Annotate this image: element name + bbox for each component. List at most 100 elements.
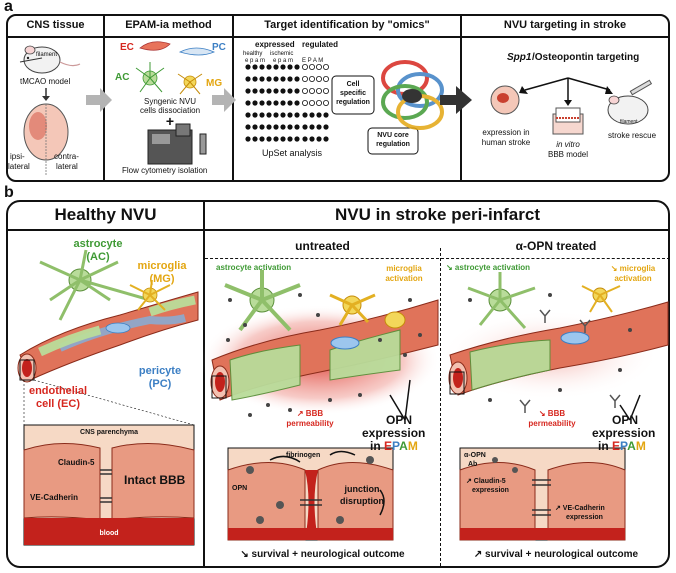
fibrinogen-label: fibrinogen <box>286 452 321 459</box>
endothelial-label-1: endothelial <box>28 385 88 397</box>
treated-microglia-2: activation <box>614 274 652 283</box>
healthy-vessel <box>17 291 199 383</box>
endothelial-label-2: cell (EC) <box>35 398 80 410</box>
filament-label: filament <box>36 52 58 58</box>
ac-label: AC <box>115 72 130 83</box>
untreated-inset <box>227 447 394 541</box>
osteopontin-label: /Osteopontin targeting <box>532 52 640 63</box>
untreated-bbb-1: ↗ BBB <box>296 409 324 418</box>
cell-specific-2: specific <box>339 90 367 97</box>
dissociation-label-2: cells dissociation <box>139 106 201 115</box>
panel-b-frame <box>6 200 670 568</box>
mg-cell-icon <box>177 73 203 95</box>
ischemic-label: ischemic <box>270 51 294 57</box>
treated-vessel <box>440 301 669 400</box>
invitro-label-1: in vitro <box>556 140 580 149</box>
junction-label-2: disruption <box>340 496 384 506</box>
antibody-label-2: Ab <box>468 461 478 468</box>
healthy-astrocyte <box>39 249 151 321</box>
microglia-label-2: (MG) <box>149 273 175 285</box>
contra-label-2: lateral <box>56 162 78 171</box>
rescue-mouse-icon <box>607 79 653 125</box>
untreated-outcome: ↘ survival + neurological outcome <box>240 549 405 560</box>
epam-p: P <box>392 439 400 453</box>
cols-right: E P A M <box>302 58 324 64</box>
panel-b-letter: b <box>4 184 14 201</box>
parenchyma-label: CNS parenchyma <box>80 429 138 436</box>
pc-label: PC <box>212 42 226 53</box>
cols-left: e p a m <box>245 58 266 64</box>
healthy-label: healthy <box>243 51 263 57</box>
section-title-omics: Target identification by "omics" <box>264 19 430 31</box>
untreated-microglia-1: microglia <box>386 264 422 273</box>
pc-cell-icon <box>178 47 216 56</box>
stroke-rescue-label: stroke rescue <box>608 131 657 140</box>
dissociation-label-1: Syngenic NVU <box>143 97 197 106</box>
treated-bbb-2: permeability <box>528 419 576 428</box>
treated-inset <box>459 447 626 541</box>
flow-cytometer-icon <box>147 123 207 165</box>
healthy-title: Healthy NVU <box>54 205 157 224</box>
mouse-icon <box>19 45 81 74</box>
epam-e: E <box>384 439 393 453</box>
claudin-label: Claudin-5 <box>58 458 95 467</box>
transwell-icon <box>552 107 584 135</box>
invitro-label-2: BBB model <box>547 150 589 159</box>
treated-title: α-OPN treated <box>515 239 597 253</box>
untreated-opn-2: expression <box>362 426 426 440</box>
section-title-nvu: NVU targeting in stroke <box>503 19 627 31</box>
header-rule <box>6 36 670 38</box>
epam-m: M <box>635 439 646 453</box>
flow-cytometry-label: Flow cytometry isolation <box>122 166 208 175</box>
section-title-epam: EPAM-ia method <box>125 19 212 31</box>
treated-astro-activation: ↘ astrocyte activation <box>446 263 531 272</box>
ec-label: EC <box>120 42 134 53</box>
intact-bbb-label: Intact BBB <box>124 473 186 487</box>
ve-expr-1: ↗ VE-Cadherin <box>555 505 605 512</box>
untreated-astrocyte <box>224 270 301 332</box>
untreated-opn-3: in EPAM <box>370 439 418 453</box>
ac-cell-icon <box>135 62 165 93</box>
section-title-cns: CNS tissue <box>26 19 85 31</box>
astrocyte-label-2: (AC) <box>86 251 110 263</box>
cell-specific-1: Cell <box>346 81 360 88</box>
human-head-icon <box>490 85 520 115</box>
upset-matrix <box>245 64 419 155</box>
treated-microglia-1: ↘ microglia <box>610 264 656 273</box>
claudin-expr-2: expression <box>472 487 509 494</box>
epam-a: A <box>399 439 408 453</box>
opn-dots-treated <box>468 293 632 402</box>
dashed-rule <box>205 258 670 259</box>
untreated-vessel <box>200 299 440 415</box>
tmcao-label: tMCAO model <box>20 77 71 86</box>
venn-diagram-icon <box>381 60 444 130</box>
ipsi-label-1: ipsi- <box>10 152 25 161</box>
ve-expr-2: expression <box>566 514 603 521</box>
brain-icon <box>23 103 69 176</box>
epam-e: E <box>612 439 621 453</box>
antibody-label-1: α-OPN <box>464 452 486 459</box>
claudin-expr-1: ↗ Claudin-5 <box>466 478 506 485</box>
treated-opn-1: OPN <box>612 413 639 427</box>
opn-inset-label: OPN <box>232 485 248 492</box>
healthy-microglia <box>129 279 171 311</box>
treated-opn-2: expression <box>592 426 656 440</box>
dashed-divider <box>440 248 441 566</box>
pericyte-label-2: (PC) <box>148 378 172 390</box>
healthy-bbb-inset <box>19 359 195 546</box>
core-regulation-2: regulation <box>376 141 410 148</box>
opn-dots-untreated <box>226 293 422 417</box>
epam-p: P <box>620 439 628 453</box>
expression-label-1: expression in <box>482 128 530 137</box>
expression-label-2: human stroke <box>481 138 531 147</box>
ve-cadherin-label: VE-Cadherin <box>30 493 79 502</box>
treated-outcome: ↗ survival + neurological outcome <box>473 549 639 560</box>
divider <box>203 200 205 568</box>
antibody-icons <box>519 309 621 413</box>
untreated-microglia <box>329 293 376 326</box>
astrocyte-label-1: astrocyte <box>73 238 123 250</box>
core-regulation-1: NVU core <box>377 132 409 139</box>
junction-label-1: junction <box>344 484 380 494</box>
untreated-astro-activation: astrocyte activation <box>216 263 292 272</box>
